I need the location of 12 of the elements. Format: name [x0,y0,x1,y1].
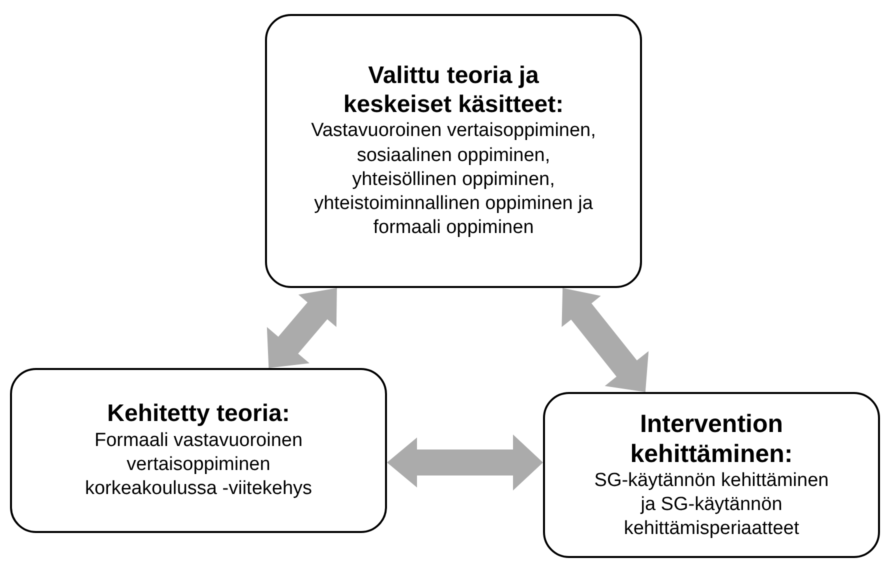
double-arrow [562,288,649,392]
double-arrow [387,434,543,490]
box-heading: Kehitetty teoria: [107,400,290,429]
box-heading: Intervention kehittäminen: [629,408,794,469]
box-heading: Valittu teoria ja keskeiset käsitteet: [342,62,565,120]
rounded-box [543,392,880,558]
rounded-box [10,368,387,533]
double-arrow [266,288,337,368]
box-text: SG-käytännön kehittäminen ja SG-käytännön kehittämisperiaatteet [593,468,830,542]
box-text: Formaali vastavuoroinen vertaisoppiminen korkeakoulussa -viitekehys [84,428,314,501]
box-text: Vastavuoroinen vertaisoppiminen, sosiaalinen oppiminen, yhteisöllinen oppiminen, yhteistoiminnallinen oppiminen ja formaali oppiminen [311,119,596,240]
rounded-box [265,14,642,288]
